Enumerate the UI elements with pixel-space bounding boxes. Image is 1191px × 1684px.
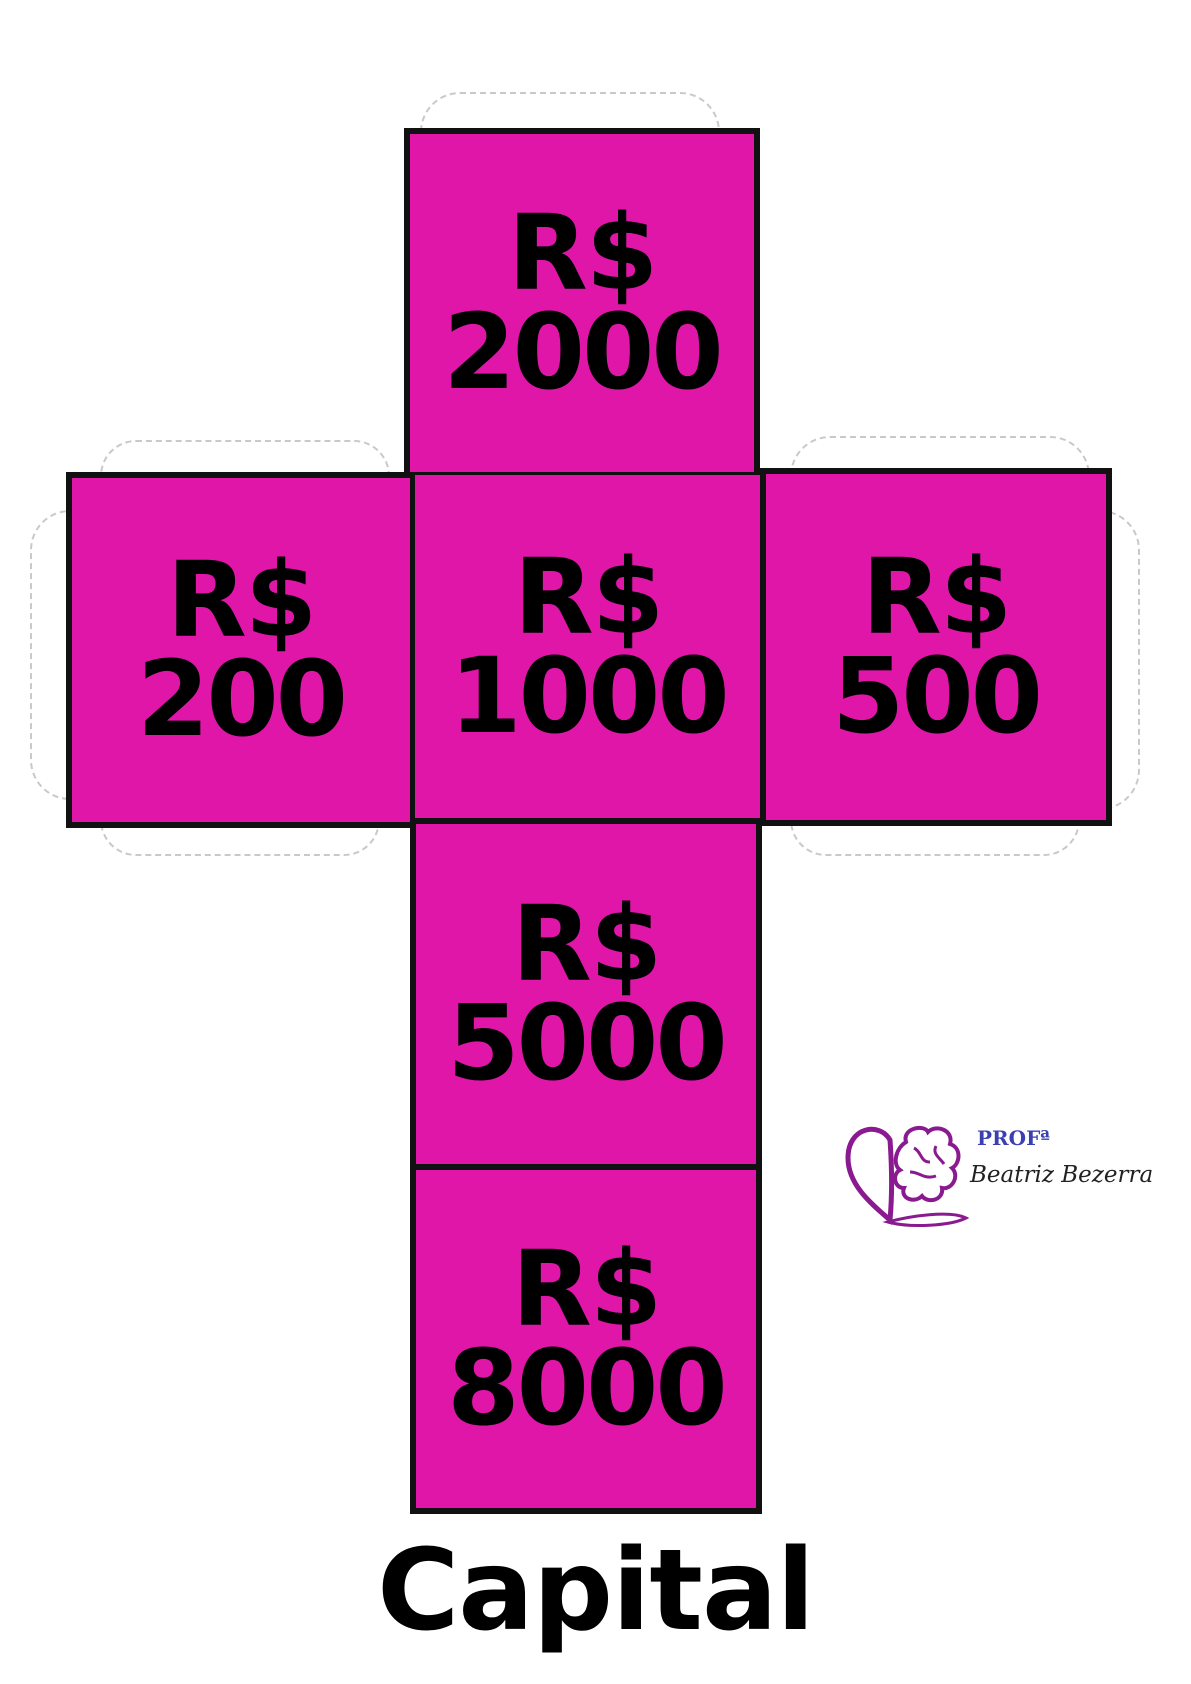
face-amount: 1000: [449, 635, 729, 757]
die-face-lower: R$ 5000: [410, 818, 762, 1170]
face-amount: 2000: [443, 291, 723, 413]
die-face-center: R$ 1000: [412, 472, 764, 822]
heart-brain-icon: [845, 1125, 970, 1227]
author-logo: PROFª Beatriz Bezerra: [840, 1118, 1153, 1228]
face-amount: 500: [831, 635, 1043, 757]
page-title: Capital: [377, 1526, 815, 1656]
glue-flap-left-side: [30, 510, 70, 800]
face-currency: R$: [513, 536, 664, 659]
face-currency: R$: [507, 192, 658, 315]
face-currency: R$: [166, 539, 317, 662]
face-amount: 200: [136, 638, 348, 760]
die-face-top: R$ 2000: [404, 128, 760, 478]
face-currency: R$: [511, 883, 662, 1006]
glue-flap-top: [420, 92, 720, 132]
logo-name-label: Beatriz Bezerra: [970, 1162, 1154, 1188]
die-face-left: R$ 200: [66, 472, 416, 828]
glue-flap-left-top: [100, 440, 390, 476]
face-currency: R$: [861, 536, 1012, 659]
die-face-right: R$ 500: [760, 468, 1112, 826]
face-currency: R$: [511, 1228, 662, 1351]
face-amount: 5000: [447, 982, 727, 1104]
die-face-bottom: R$ 8000: [410, 1164, 762, 1514]
face-amount: 8000: [447, 1327, 727, 1449]
logo-prof-label: PROFª: [977, 1126, 1051, 1150]
